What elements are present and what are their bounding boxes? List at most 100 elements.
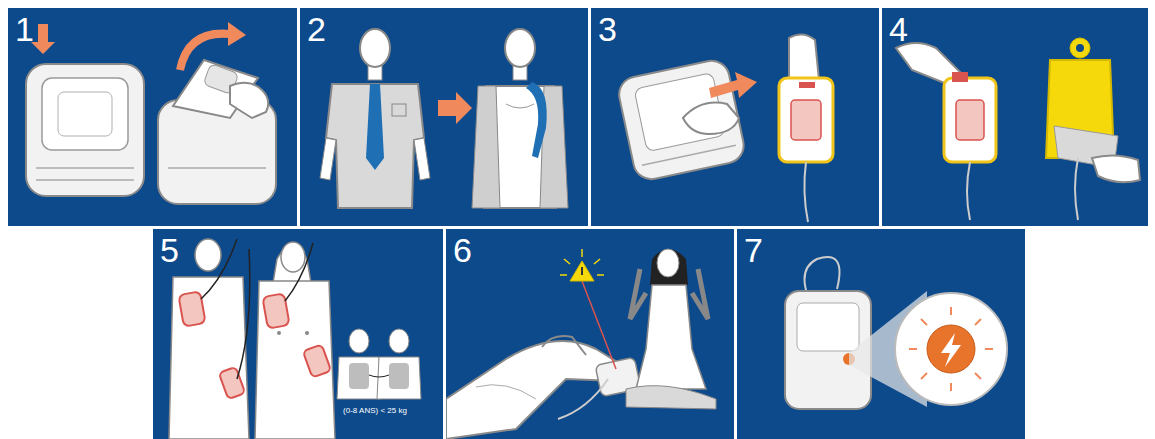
step-number: 6 — [453, 233, 472, 267]
illustration-part — [941, 333, 961, 367]
illustration-part — [594, 259, 600, 264]
illustration-part — [944, 78, 996, 162]
illustration-part — [366, 84, 384, 170]
peel-pads-illustration — [882, 8, 1148, 226]
illustration-part — [909, 307, 993, 391]
illustration-part — [262, 293, 289, 328]
illustration-part — [337, 357, 381, 399]
illustration-part — [320, 138, 336, 180]
step-number: 4 — [889, 12, 908, 46]
illustration-part — [36, 179, 134, 181]
illustration-part — [201, 239, 237, 299]
illustration-part — [582, 281, 616, 369]
illustration-part — [42, 78, 128, 150]
illustration-part — [956, 100, 984, 140]
illustration-part — [349, 363, 369, 389]
illustration-part — [1092, 155, 1140, 182]
illustration-part — [558, 379, 608, 419]
illustration-part — [230, 83, 268, 118]
illustration-part — [692, 269, 708, 319]
step-panel: 4 — [882, 8, 1148, 226]
illustration-part — [219, 367, 245, 399]
illustration-part — [472, 86, 500, 208]
illustration-part — [285, 243, 313, 301]
weight-note: (0-8 ANS) < 25 kg — [343, 407, 407, 415]
illustration-part — [650, 249, 688, 285]
illustration-part — [377, 357, 421, 399]
illustration-part — [789, 34, 819, 80]
illustration-part — [58, 92, 112, 136]
step-panel: 5 (0-8 ANS) < 25 kg — [153, 229, 443, 439]
illustration-part — [797, 303, 859, 351]
illustration-part — [975, 373, 981, 379]
illustration-part — [975, 319, 981, 325]
illustration-part — [616, 57, 747, 182]
illustration-part — [305, 331, 309, 335]
illustration-part — [349, 329, 369, 353]
illustration-part — [967, 162, 970, 220]
illustration-part — [921, 319, 927, 325]
illustration-part — [985, 348, 993, 350]
bare-chest-illustration — [300, 8, 588, 226]
illustration-part — [909, 348, 917, 350]
illustration-part — [303, 344, 331, 377]
step-panel: 1 — [8, 8, 297, 226]
illustration-part — [169, 277, 249, 439]
step-number: 3 — [598, 12, 617, 46]
step-number: 5 — [160, 233, 179, 267]
illustration-part — [36, 167, 134, 169]
illustration-part — [180, 34, 230, 70]
illustration-part — [597, 274, 604, 276]
illustration-part — [630, 269, 646, 319]
illustration-part — [392, 104, 406, 116]
illustration-part — [389, 329, 409, 353]
illustration-part — [526, 82, 547, 158]
illustration-part — [1070, 38, 1090, 58]
illustration-part — [581, 267, 583, 275]
step-number: 1 — [15, 12, 34, 46]
illustration-part — [779, 78, 833, 162]
illustration-part — [642, 145, 736, 165]
illustration-part — [921, 373, 927, 379]
illustration-part — [438, 92, 472, 124]
illustration-part — [564, 259, 570, 264]
illustration-part — [369, 375, 389, 377]
illustration-part — [178, 291, 205, 326]
illustration-part — [895, 293, 1007, 405]
illustration-part — [657, 249, 679, 277]
step-number: 2 — [307, 12, 326, 46]
illustration-part — [31, 24, 55, 54]
illustration-part — [791, 100, 821, 140]
step-number: 7 — [744, 233, 763, 267]
illustration-part — [195, 239, 221, 271]
illustration-part — [446, 341, 622, 439]
illustration-part — [168, 167, 266, 169]
step-panel: 3 — [591, 8, 879, 226]
illustration-part — [950, 307, 952, 315]
illustration-part — [326, 84, 424, 208]
illustration-part — [389, 363, 409, 389]
take-pads-illustration — [591, 8, 879, 226]
illustration-part — [616, 57, 747, 182]
step-panel: 6 — [446, 229, 734, 439]
illustration-part — [1076, 44, 1084, 52]
illustration-part — [626, 386, 716, 409]
shock-button-illustration — [737, 229, 1025, 439]
illustration-part — [804, 162, 808, 222]
illustration-part — [476, 385, 536, 399]
illustration-part — [228, 22, 246, 46]
illustration-part — [542, 336, 586, 355]
open-aed-illustration — [8, 8, 297, 226]
illustration-part — [255, 281, 335, 439]
illustration-part — [237, 249, 250, 379]
illustration-part — [505, 29, 535, 67]
illustration-part — [570, 261, 594, 281]
illustration-part — [950, 383, 952, 391]
step-panel: 2 — [300, 8, 588, 226]
stand-clear-illustration — [446, 229, 734, 439]
illustration-part — [360, 29, 390, 67]
illustration-part — [506, 104, 534, 108]
illustration-part — [281, 242, 305, 272]
illustration-part — [1075, 158, 1078, 220]
